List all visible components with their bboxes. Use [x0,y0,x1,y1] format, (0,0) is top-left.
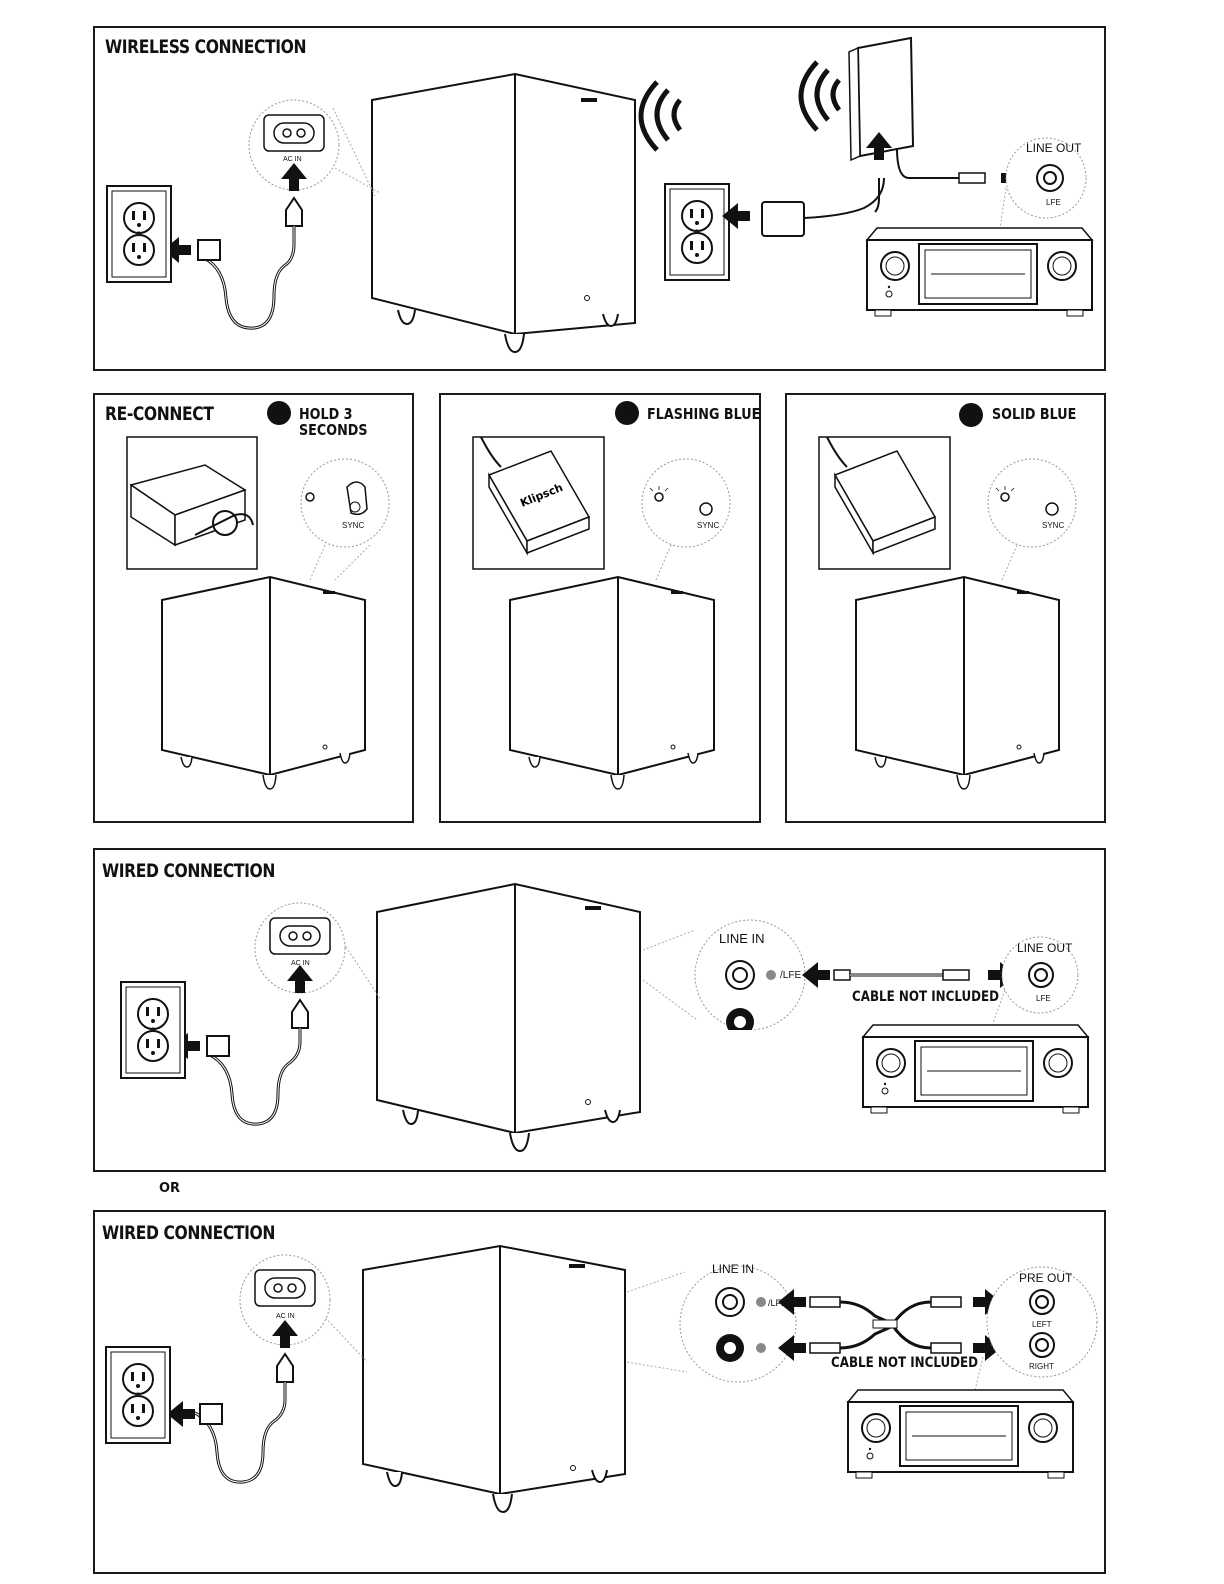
wired-diagram-1 [95,850,1108,1174]
lfe-label: LFE [1036,994,1051,1003]
reconnect-diagram-2: Klipsch [441,395,763,825]
wired-connection-panel-2: WIRED CONNECTION [93,1210,1106,1574]
cable-not-included-label: CABLE NOT INCLUDED [831,1355,978,1371]
left-label: LEFT [1032,1320,1052,1329]
cable-not-included-label: CABLE NOT INCLUDED [852,989,999,1005]
line-in-label: LINE IN [712,1262,754,1276]
ac-in-label: AC IN [283,156,302,163]
wireless-signal-icon-2 [801,62,839,130]
pre-out-label: PRE OUT [1019,1271,1072,1285]
sync-label: SYNC [697,521,719,530]
wired-connection-panel-1: WIRED CONNECTION [93,848,1106,1172]
ac-in-label: AC IN [276,1313,295,1320]
subwoofer-illustration [372,74,635,352]
sync-label: SYNC [342,521,364,530]
reconnect-panel-step-1: RE-CONNECT HOLD 3 SECONDS SYNC [93,393,414,823]
wireless-signal-icon [641,82,680,150]
or-separator: OR [159,1181,180,1196]
subwoofer-illustration [377,884,640,1151]
lfe-label: LFE [1046,198,1061,207]
l-lfe-label: /LFE [768,1298,787,1308]
subwoofer-illustration [856,577,1059,789]
reconnect-panel-step-3: SOLID BLUE SYNC [785,393,1106,823]
l-lfe-label: /LFE [780,970,801,981]
right-label: RIGHT [1029,1362,1054,1371]
reconnect-diagram-3 [787,395,1108,825]
line-out-label: LINE OUT [1017,941,1072,955]
subwoofer-illustration [363,1246,625,1512]
sync-label: SYNC [1042,521,1064,530]
line-out-label: LINE OUT [1026,141,1081,155]
reconnect-panel-step-2: FLASHING BLUE Klipsch SYNC [439,393,761,823]
line-in-label: LINE IN [719,931,765,946]
wired-diagram-2 [95,1212,1108,1576]
ac-in-label: AC IN [291,960,310,967]
wireless-diagram [95,28,1108,373]
subwoofer-illustration [510,577,714,789]
reconnect-diagram-1 [95,395,416,825]
subwoofer-illustration [162,577,365,789]
wireless-connection-panel: WIRELESS CONNECTION [93,26,1106,371]
